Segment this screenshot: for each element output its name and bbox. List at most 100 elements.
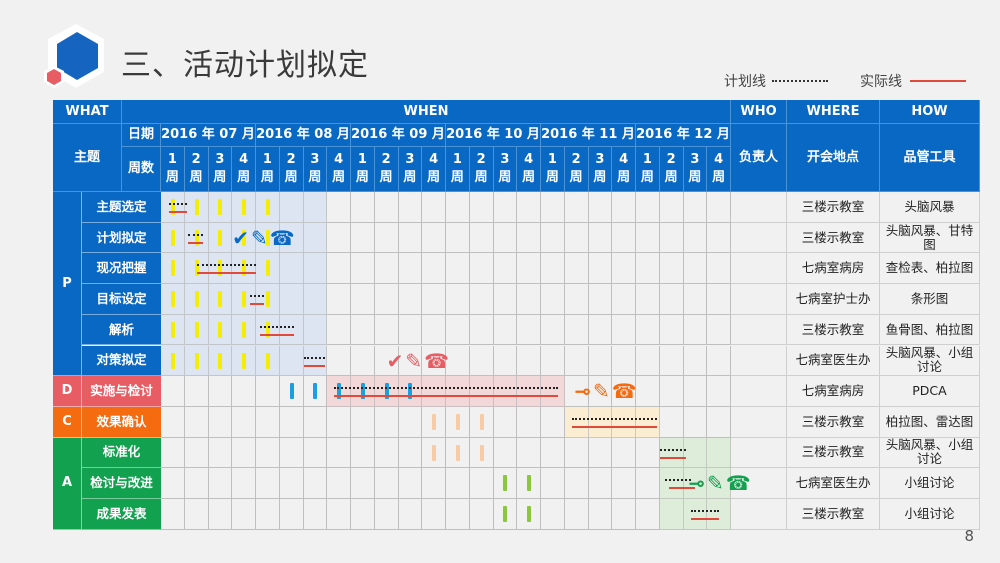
grid-line [541, 284, 565, 315]
actual-line [571, 425, 658, 428]
meeting-marker [218, 352, 223, 369]
grid-line [517, 468, 541, 499]
plan-line-sample [772, 80, 828, 82]
grid-line [683, 499, 708, 530]
location-cell: 三楼示教室 [787, 437, 880, 469]
grid-line [659, 192, 684, 223]
week-header: 3 周 [398, 147, 423, 192]
grid-line [184, 376, 209, 407]
grid-line [398, 406, 423, 438]
grid-line [184, 468, 209, 499]
location-cell: 三楼示教室 [787, 499, 880, 530]
grid-line [232, 284, 256, 315]
grid-line [517, 376, 541, 407]
grid-line [208, 284, 233, 315]
grid-line [208, 499, 233, 530]
grid-line [422, 406, 446, 438]
grid-line [374, 437, 399, 469]
grid-line [374, 376, 399, 407]
week-header: 1 周 [636, 147, 660, 192]
meeting-marker [479, 413, 484, 430]
grid-line [707, 376, 731, 407]
week-header: 1 周 [351, 147, 375, 192]
grid-line [612, 499, 636, 530]
grid-line [659, 222, 684, 254]
meeting-marker [455, 444, 460, 461]
grid-line [279, 253, 304, 285]
plan-line [250, 295, 265, 298]
grid-line [351, 406, 375, 438]
grid-line [636, 345, 660, 377]
meeting-marker [455, 413, 460, 430]
grid-line [707, 253, 731, 285]
owner-cell [731, 314, 787, 346]
grid-line [683, 253, 708, 285]
grid-line [446, 222, 470, 254]
grid-line [161, 345, 185, 377]
grid-line [256, 284, 280, 315]
grid-line [256, 437, 280, 469]
grid-line [279, 314, 304, 346]
pencil-icon: ✎ [593, 379, 610, 404]
location-cell: 三楼示教室 [787, 222, 880, 254]
grid-line [493, 376, 518, 407]
grid-line [683, 468, 708, 499]
grid-line [232, 376, 256, 407]
grid-line [636, 314, 660, 346]
grid-line [184, 253, 209, 285]
grid-line [588, 284, 613, 315]
actual-line [303, 364, 325, 367]
meeting-marker [432, 444, 437, 461]
page-number: 8 [964, 527, 974, 545]
grid-line [588, 314, 613, 346]
week-header: 2 周 [564, 147, 589, 192]
grid-line [351, 284, 375, 315]
tools-cell: 头脑风暴、甘特图 [880, 222, 980, 254]
legend-actual: 实际线 [860, 71, 966, 91]
milestone-icons: ✔✎☎ [387, 351, 449, 371]
meeting-marker [194, 260, 199, 277]
grid-line [612, 253, 636, 285]
grid-line [517, 314, 541, 346]
pencil-icon: ✎ [251, 225, 268, 250]
meeting-marker [360, 383, 365, 400]
grid-line [469, 314, 494, 346]
grid-line [232, 345, 256, 377]
grid-line [707, 222, 731, 254]
grid-line [279, 345, 304, 377]
grid-line [588, 437, 613, 469]
grid-line [659, 376, 684, 407]
header-how: HOW [880, 100, 980, 124]
meeting-marker [242, 321, 247, 338]
month-header: 2016 年 10 月 [446, 124, 541, 147]
grid-line [351, 192, 375, 223]
week-header: 1 周 [446, 147, 470, 192]
plan-line [664, 479, 691, 482]
grid-line [446, 437, 470, 469]
meeting-marker [265, 260, 270, 277]
grid-line [422, 284, 446, 315]
owner-cell [731, 345, 787, 377]
grid-line [184, 314, 209, 346]
grid-line [232, 468, 256, 499]
grid-line [184, 406, 209, 438]
grid-line [398, 314, 423, 346]
grid-line [683, 437, 708, 469]
owner-cell [731, 406, 787, 438]
tools-cell: 小组讨论 [880, 499, 980, 530]
grid-line [636, 253, 660, 285]
grid-line [588, 376, 613, 407]
grid-line [398, 345, 423, 377]
grid-line [374, 253, 399, 285]
grid-line [303, 314, 328, 346]
grid-line [446, 314, 470, 346]
header-what: WHAT [53, 100, 122, 124]
grid-line [469, 468, 494, 499]
plan-line [571, 417, 658, 420]
meeting-marker [503, 475, 508, 492]
grid-line [541, 437, 565, 469]
grid-line [469, 222, 494, 254]
meeting-marker [194, 199, 199, 215]
grid-line [161, 376, 185, 407]
grid-line [446, 284, 470, 315]
